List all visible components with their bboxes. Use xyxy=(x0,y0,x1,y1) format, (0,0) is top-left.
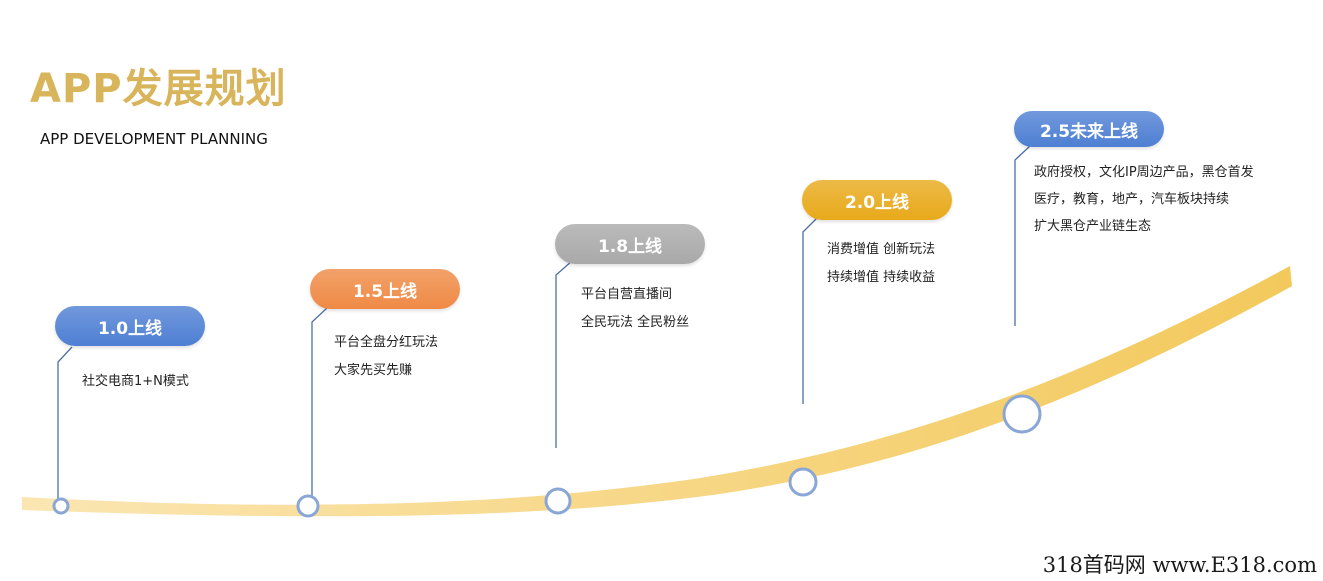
page-subtitle: APP DEVELOPMENT PLANNING xyxy=(40,130,268,148)
milestone-desc-line: 扩大黑仓产业链生态 xyxy=(1034,219,1152,234)
watermark-text: 318首码网 www.E318.com xyxy=(1042,553,1317,577)
timeline-node-3 xyxy=(544,487,572,515)
timeline-node-4 xyxy=(788,467,818,497)
timeline-node-1 xyxy=(52,497,70,515)
milestone-desc-3: 平台自营直播间 全民玩法 全民粉丝 xyxy=(581,281,689,337)
milestone-desc-2: 平台全盘分红玩法 大家先买先赚 xyxy=(334,329,438,385)
page-title: APP发展规划 xyxy=(30,66,287,112)
milestone-desc-line: 政府授权，文化IP周边产品，黑仓首发 xyxy=(1034,165,1254,180)
connector-line-1 xyxy=(57,346,73,502)
milestone-pill-4: 2.0上线 xyxy=(802,180,952,220)
milestone-desc-line: 持续增值 持续收益 xyxy=(827,270,936,285)
milestone-desc-4: 消费增值 创新玩法 持续增值 持续收益 xyxy=(827,236,935,292)
connector-line-5 xyxy=(1014,145,1031,326)
connector-line-3 xyxy=(555,260,573,448)
milestone-pill-2: 1.5上线 xyxy=(310,269,460,309)
milestone-pill-5: 2.5未来上线 xyxy=(1014,111,1164,147)
milestone-desc-line: 医疗，教育，地产，汽车板块持续 xyxy=(1034,192,1230,207)
milestone-pill-1: 1.0上线 xyxy=(55,306,205,346)
milestone-desc-line: 全民玩法 全民粉丝 xyxy=(581,315,690,330)
milestone-desc-5: 政府授权，文化IP周边产品，黑仓首发 医疗，教育，地产，汽车板块持续 扩大黑仓产… xyxy=(1034,159,1254,240)
milestone-desc-1: 社交电商1+N模式 xyxy=(82,368,189,396)
connector-line-2 xyxy=(311,307,328,500)
milestone-desc-line: 消费增值 创新玩法 xyxy=(827,242,936,257)
milestone-desc-line: 平台自营直播间 xyxy=(581,287,673,302)
milestone-pill-3: 1.8上线 xyxy=(555,224,705,264)
milestone-desc-line: 大家先买先赚 xyxy=(334,363,413,378)
timeline-node-2 xyxy=(296,494,320,518)
connector-line-4 xyxy=(802,216,819,404)
timeline-node-5 xyxy=(1002,394,1042,434)
milestone-desc-line: 平台全盘分红玩法 xyxy=(334,335,439,350)
milestone-desc-line: 社交电商1+N模式 xyxy=(82,374,189,389)
timeline-curve xyxy=(22,266,1292,517)
